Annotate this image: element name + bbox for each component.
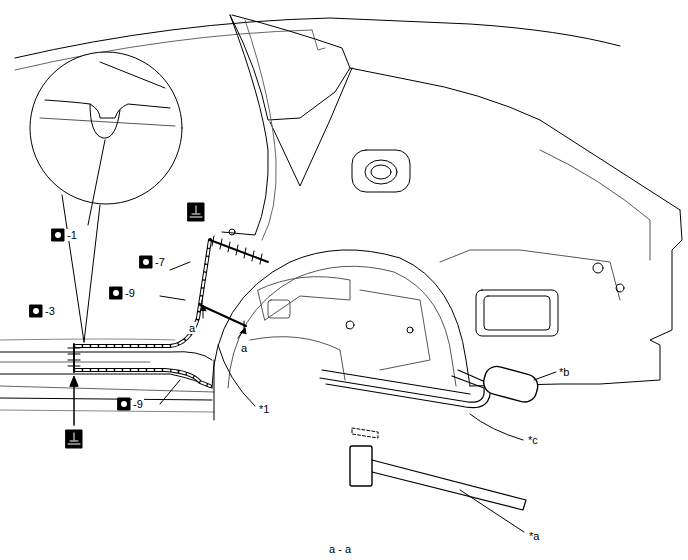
callout-label: *a xyxy=(528,530,540,542)
callout-label: *c xyxy=(527,434,539,446)
callout-label: a xyxy=(188,322,196,334)
callout-label: -1 xyxy=(66,229,78,241)
callout-label: -3 xyxy=(44,305,56,317)
callout-label: *1 xyxy=(258,403,270,415)
callout-label: -7 xyxy=(154,256,166,268)
callout-label: -9 xyxy=(124,287,136,299)
callout-label: *b xyxy=(558,366,570,378)
callout-label: a - a xyxy=(328,543,352,555)
callout-label: -9 xyxy=(132,398,144,410)
callout-label: a xyxy=(240,342,248,354)
